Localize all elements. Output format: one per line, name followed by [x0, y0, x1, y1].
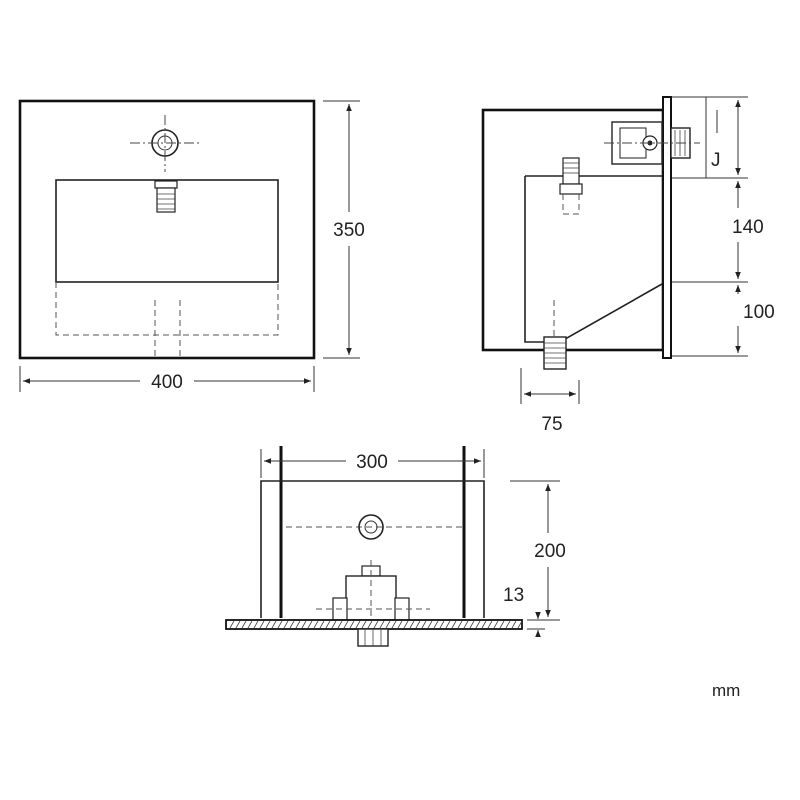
dim-base-13: 13	[503, 585, 524, 606]
bowl-outline	[55, 179, 279, 283]
base-plate	[225, 619, 523, 630]
dim-width-400: 400	[151, 372, 183, 393]
tap-mechanism-icon	[604, 121, 700, 165]
bowl-section	[524, 176, 663, 343]
dim-width-300: 300	[356, 452, 388, 473]
spout-icon	[559, 157, 583, 215]
unit-label: mm	[712, 681, 740, 700]
waste-outlet-icon	[543, 300, 567, 370]
dim-height-200: 200	[534, 541, 566, 562]
dim-j: J	[711, 150, 721, 171]
side-view: 140 100 J 75	[481, 96, 775, 435]
waste-nut-icon	[357, 628, 389, 647]
front-body-outline	[260, 480, 485, 618]
dim-depth-350: 350	[333, 220, 365, 241]
front-view: 300 200 13	[225, 446, 566, 647]
dim-height-140: 140	[732, 217, 764, 238]
dim-outlet-75: 75	[541, 414, 562, 435]
dim-height-100: 100	[743, 302, 775, 323]
wall-plate	[662, 96, 672, 359]
spout-icon	[154, 180, 178, 213]
top-view: 350 400	[18, 99, 365, 393]
tap-body-icon	[316, 560, 430, 621]
basin-outline	[18, 99, 316, 360]
tap-hole-front	[358, 514, 384, 540]
